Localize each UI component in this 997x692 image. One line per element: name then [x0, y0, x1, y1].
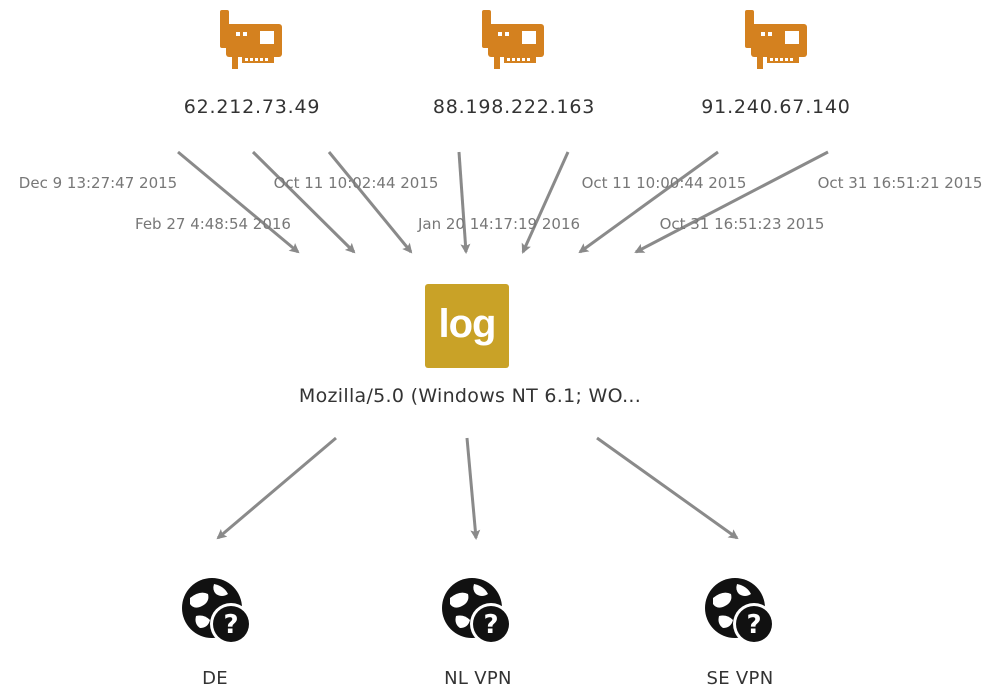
- edge-arrow: [521, 151, 570, 254]
- location-node-label[interactable]: SE VPN: [706, 668, 774, 689]
- edge-arrow: [596, 436, 739, 540]
- ip-node-label[interactable]: 88.198.222.163: [432, 96, 596, 118]
- edge-timestamp-label: Dec 9 13:27:47 2015: [18, 174, 178, 192]
- edge-timestamp-label: Jan 20 14:17:19 2016: [417, 215, 581, 233]
- globe-question-icon[interactable]: ?: [440, 576, 516, 648]
- log-node-label[interactable]: Mozilla/5.0 (Windows NT 6.1; WO...: [298, 385, 642, 407]
- svg-text:?: ?: [223, 610, 238, 640]
- edge-timestamp-label: Oct 11 10:00:44 2015: [581, 174, 747, 192]
- location-node-label[interactable]: NL VPN: [444, 668, 512, 689]
- edge-arrow: [465, 437, 481, 540]
- svg-text:?: ?: [746, 610, 761, 640]
- network-card-icon[interactable]: [220, 10, 284, 70]
- network-card-icon[interactable]: [745, 10, 809, 70]
- edge-arrow: [634, 150, 829, 254]
- location-node-label[interactable]: DE: [202, 668, 228, 689]
- svg-text:?: ?: [483, 610, 498, 640]
- edge-timestamp-label: Oct 31 16:51:21 2015: [817, 174, 983, 192]
- edge-arrow: [177, 150, 300, 254]
- ip-node-label[interactable]: 91.240.67.140: [701, 96, 851, 118]
- ip-node-label[interactable]: 62.212.73.49: [183, 96, 321, 118]
- log-icon-text: log: [438, 301, 497, 346]
- edge-arrow: [327, 151, 413, 254]
- edge-timestamp-label: Oct 31 16:51:23 2015: [659, 215, 825, 233]
- edge-arrow: [457, 151, 471, 254]
- log-icon[interactable]: log: [425, 284, 509, 368]
- edge-timestamp-label: Feb 27 4:48:54 2016: [135, 215, 291, 233]
- edge-arrow: [578, 150, 719, 254]
- edge-arrow: [216, 436, 337, 540]
- globe-question-icon[interactable]: ?: [180, 576, 256, 648]
- network-card-icon[interactable]: [482, 10, 546, 70]
- edge-arrow: [251, 150, 356, 254]
- edge-timestamp-label: Oct 11 10:02:44 2015: [273, 174, 439, 192]
- globe-question-icon[interactable]: ?: [703, 576, 779, 648]
